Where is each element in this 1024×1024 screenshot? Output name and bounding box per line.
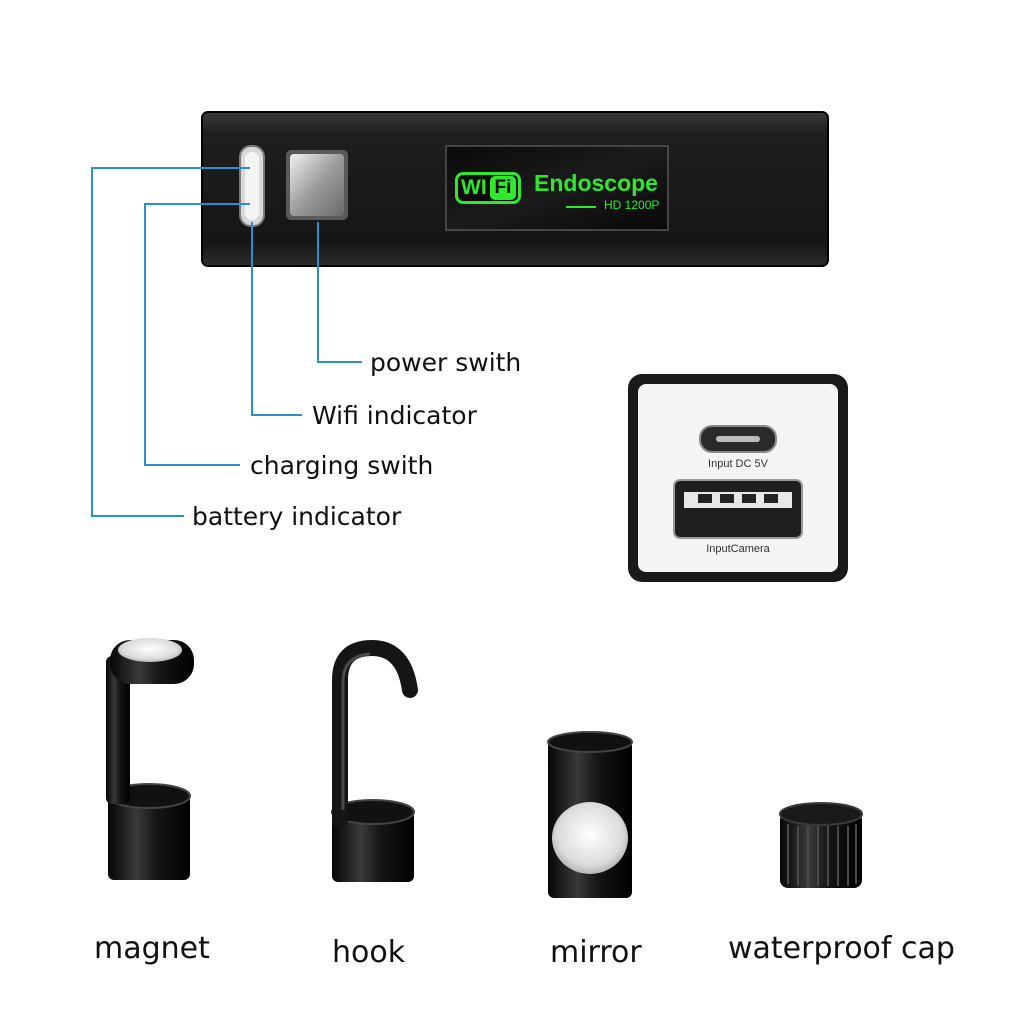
- port-graphics: [673, 425, 803, 539]
- port-panel-face: [638, 384, 838, 572]
- usb-label: InputCamera: [706, 543, 770, 555]
- screen-title: Endoscope: [534, 170, 658, 196]
- wifi-badge: WI Fi: [455, 172, 521, 204]
- label-hook: hook: [332, 935, 406, 970]
- device-screen: [445, 145, 669, 231]
- label-wifi-indicator: Wifi indicator: [312, 401, 477, 430]
- label-battery-indicator: battery indicator: [192, 502, 402, 531]
- label-charging-switch: charging swith: [250, 451, 434, 480]
- micro-usb-label: Input DC 5V: [708, 458, 768, 470]
- label-power-switch: power swith: [370, 348, 522, 377]
- label-mirror: mirror: [550, 935, 642, 970]
- screen-subtitle: HD 1200P: [604, 198, 660, 212]
- port-panel: [628, 374, 848, 582]
- accessories-graphics: [106, 638, 863, 898]
- hook-accessory: [331, 639, 418, 882]
- waterproof-cap-accessory: [779, 802, 863, 888]
- wifi-badge-left: WI: [461, 176, 487, 199]
- device-diagram: [91, 111, 829, 517]
- callout-lines: [91, 167, 362, 517]
- magnet-accessory: [106, 638, 194, 880]
- usb-a-port: [673, 479, 803, 539]
- screen-underline: [566, 206, 596, 208]
- label-magnet: magnet: [94, 931, 210, 966]
- mirror-accessory: [547, 731, 633, 898]
- wifi-badge-right: Fi: [490, 176, 516, 200]
- label-waterproof-cap: waterproof cap: [728, 931, 955, 966]
